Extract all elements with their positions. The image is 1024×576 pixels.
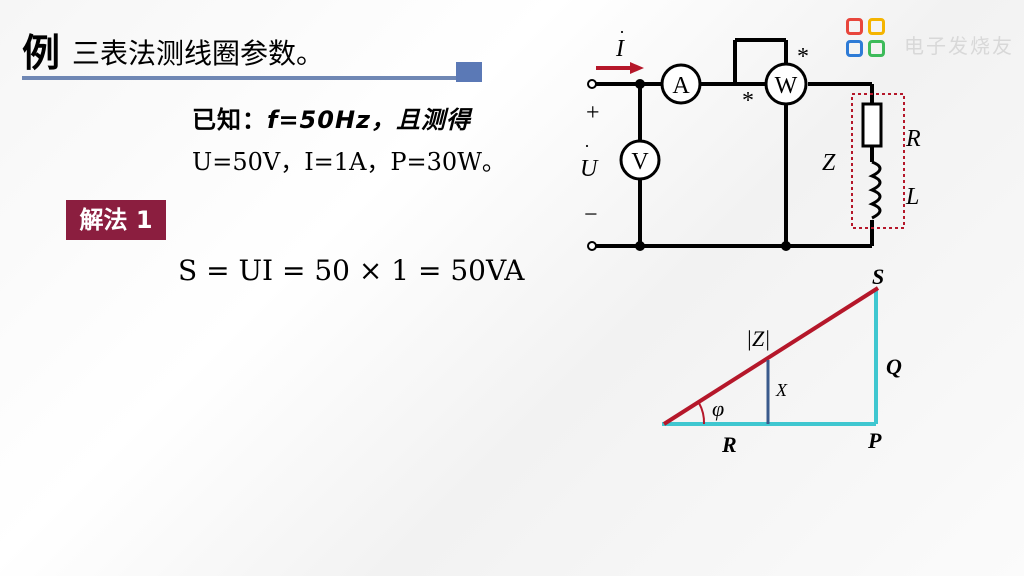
voltmeter-label: V <box>631 149 649 175</box>
impedance-label: Z <box>822 150 836 176</box>
given-frequency: f=50Hz，且测得 <box>267 106 472 134</box>
p-label: P <box>867 428 882 453</box>
resistor <box>861 102 883 148</box>
wattmeter-star-bottom: * <box>742 88 754 114</box>
q-label: Q <box>886 354 902 379</box>
given-line-1: 已知：f=50Hz，且测得 <box>192 100 471 135</box>
current-label: I <box>615 36 625 62</box>
method-badge: 解法 1 <box>66 200 166 240</box>
inductor-label: L <box>905 184 919 210</box>
minus-sign: − <box>584 202 598 228</box>
impedance-box <box>851 93 905 229</box>
triangle-hypotenuse <box>662 286 880 426</box>
current-dot: · <box>619 22 625 42</box>
ammeter: A <box>660 63 702 105</box>
voltage-dot: · <box>584 136 590 156</box>
apparent-power-formula: S = UI = 50 × 1 = 50VA <box>178 254 525 287</box>
title-accent-block <box>456 62 482 82</box>
given-prefix: 已知： <box>192 106 267 134</box>
wattmeter-label: W <box>775 73 798 99</box>
current-arrow-head <box>630 62 644 74</box>
voltmeter: V <box>619 139 661 181</box>
s-label: S <box>872 264 884 289</box>
r-label: R <box>721 432 737 457</box>
phi-arc <box>698 402 706 425</box>
ammeter-label: A <box>672 73 690 99</box>
brand-logo-text: 电子发烧友 <box>904 34 1014 58</box>
voltage-label: U <box>580 156 599 182</box>
plus-sign: + <box>586 100 600 126</box>
x-label: X <box>775 380 788 400</box>
given-line-2: U=50V，I=1A，P=30W。 <box>192 148 506 176</box>
example-label: 例 <box>22 31 61 75</box>
wattmeter: W <box>764 62 808 106</box>
resistor-label: R <box>905 126 921 152</box>
title-underline <box>22 76 458 80</box>
junction-dots <box>635 79 791 251</box>
phi-label: φ <box>712 396 724 421</box>
z-label: |Z| <box>746 326 770 351</box>
brand-logo-icon <box>846 18 890 62</box>
wattmeter-star-top: * <box>797 44 809 70</box>
inductor <box>868 160 882 220</box>
page-title: 三表法测线圈参数。 <box>72 37 325 70</box>
terminal-bottom <box>587 241 597 251</box>
terminal-top <box>587 79 597 89</box>
